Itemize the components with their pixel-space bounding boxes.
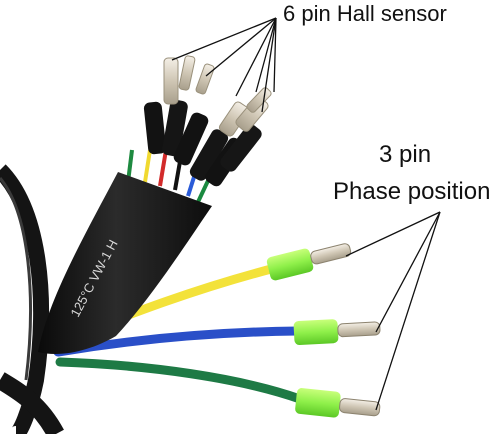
hall-pins xyxy=(163,55,272,137)
black-cable-loop xyxy=(0,164,64,434)
hall-pin xyxy=(163,57,179,105)
hall-heatshrink-group xyxy=(143,99,262,187)
heatshrink-sleeve xyxy=(143,101,167,155)
phase-pointer-line xyxy=(345,211,441,257)
green-phase-wire xyxy=(55,357,305,404)
phase-pointer-line xyxy=(375,211,441,411)
hall-pointer-line xyxy=(171,17,277,61)
heatshrink-sleeve xyxy=(220,124,262,172)
bullet-connector-sleeve xyxy=(293,319,339,345)
bullet-connector-pin xyxy=(310,243,352,265)
green-phase-connector xyxy=(295,388,381,418)
bullet-connector-pin xyxy=(339,398,381,417)
yellow-phase-connector xyxy=(266,243,352,281)
hall-sensor-label: 6 pin Hall sensor xyxy=(283,1,447,26)
phase-position-label: Phase position xyxy=(333,178,491,205)
blue-phase-connector xyxy=(293,319,381,345)
bullet-connector-pin xyxy=(337,321,381,338)
hall-pin xyxy=(178,55,196,91)
hall-pointer-line xyxy=(205,17,277,77)
hall-pin xyxy=(195,63,215,95)
cable-sheath: 125°C VW-1 H xyxy=(38,172,212,355)
bullet-connector-sleeve xyxy=(266,248,314,281)
phase-connectors xyxy=(266,243,381,418)
hall-pointer-line xyxy=(273,17,277,93)
pointer-lines xyxy=(171,17,441,411)
hall-pointer-line xyxy=(235,17,277,97)
bullet-connector-sleeve xyxy=(295,388,341,418)
hall-pointer-line xyxy=(261,17,277,113)
phase-pointer-line xyxy=(375,211,441,333)
phase-count-label: 3 pin xyxy=(379,141,432,168)
hall-pointer-line xyxy=(255,17,277,93)
heatshrink-sleeve xyxy=(173,112,209,166)
heatshrink-sleeve xyxy=(189,129,229,181)
